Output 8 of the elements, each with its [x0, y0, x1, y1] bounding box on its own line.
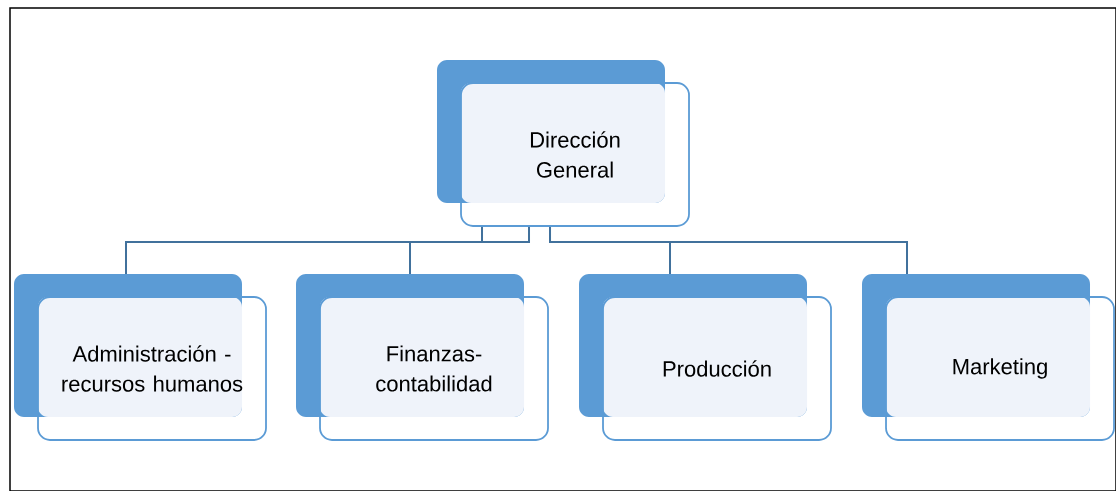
connector-line	[549, 225, 908, 275]
org-box: Administración - recursos humanos	[14, 274, 267, 441]
connector-line	[125, 225, 483, 275]
connector-line	[409, 225, 530, 275]
org-box: Marketing	[862, 274, 1115, 441]
org-box: Finanzas-contabilidad	[296, 274, 549, 441]
org-box: Producción	[579, 274, 832, 441]
org-box: Dirección General	[437, 60, 690, 227]
